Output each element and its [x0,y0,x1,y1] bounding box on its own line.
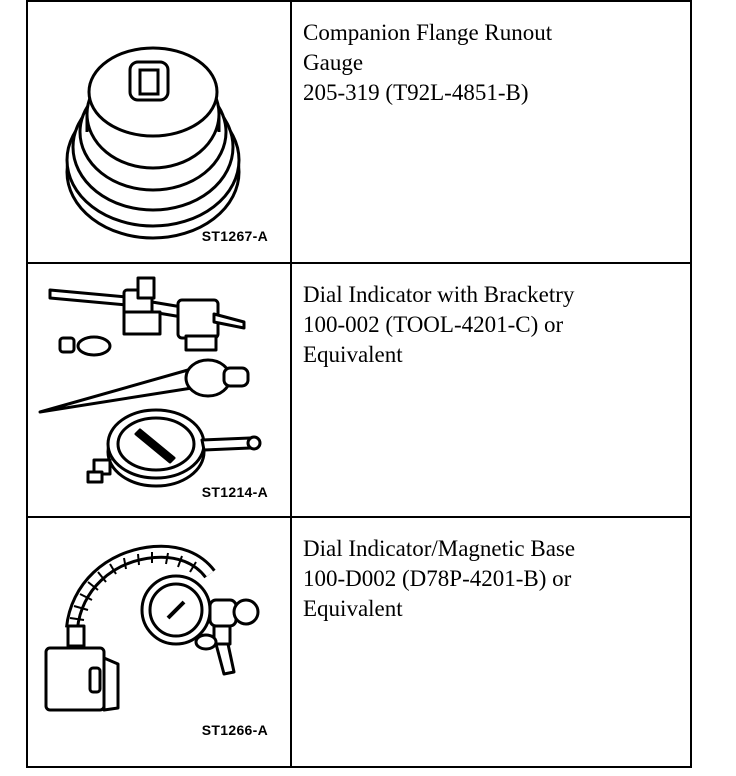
illustration-code: ST1266-A [201,722,268,738]
tool-description-cell: Companion Flange Runout Gauge 205-319 (T… [290,0,692,264]
tool-part-number: 205-319 (T92L-4851-B) [303,80,529,105]
tool-description-cell: Dial Indicator with Bracketry 100-002 (T… [290,262,692,518]
tool-name-line: Gauge [303,50,364,75]
tool-part-number: 100-002 (TOOL-4201-C) or [303,312,564,337]
tool-name-line: Equivalent [303,342,403,367]
tool-name-line: Companion Flange Runout [303,20,553,45]
illustration-code: ST1267-A [201,228,268,244]
tool-illustration-cell: ST1267-A [26,0,292,264]
dial-indicator-magnetic-base-icon [44,544,260,712]
tool-name-line: Equivalent [303,596,403,621]
tool-illustration-cell: ST1214-A [26,262,292,518]
tool-name: Dial Indicator with Bracketry 100-002 (T… [292,264,690,370]
tool-name: Dial Indicator/Magnetic Base 100-D002 (D… [292,518,690,624]
tool-name-line: Dial Indicator/Magnetic Base [303,536,576,561]
dial-indicator-bracketry-icon [38,276,262,488]
tool-row: ST1214-A Dial Indicator with Bracketry 1… [26,262,692,518]
illustration-code: ST1214-A [201,484,268,500]
tool-part-number: 100-D002 (D78P-4201-B) or [303,566,572,591]
tool-name-line: Dial Indicator with Bracketry [303,282,575,307]
tool-row: ST1266-A Dial Indicator/Magnetic Base 10… [26,516,692,768]
tool-row: ST1267-A Companion Flange Runout Gauge 2… [26,0,692,264]
special-tools-table: ST1267-A Companion Flange Runout Gauge 2… [26,0,692,768]
tool-description-cell: Dial Indicator/Magnetic Base 100-D002 (D… [290,516,692,768]
tool-name: Companion Flange Runout Gauge 205-319 (T… [292,2,690,108]
tool-illustration-cell: ST1266-A [26,516,292,768]
companion-flange-runout-gauge-icon [65,46,241,240]
